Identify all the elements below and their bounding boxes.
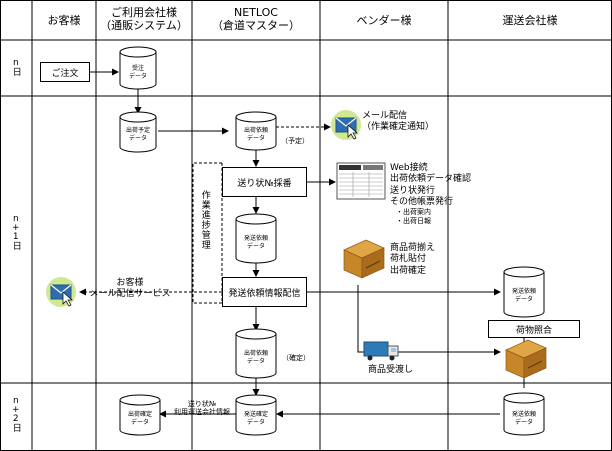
dispatch-info-send-box: 発送依頼情報配信: [222, 277, 307, 307]
ship-plan-data: 出荷予定 データ: [126, 127, 150, 143]
header-client-line2: （通販システム）: [100, 19, 188, 33]
carrier-dispatch2-data: 発送依頼 データ: [512, 411, 536, 427]
order-received-l1: 受注: [131, 65, 145, 72]
goods-task-list: 商品荷揃え 荷札貼付 出荷確定: [390, 243, 435, 277]
progress-management-label: 作業進捗管理: [199, 190, 210, 250]
carrier-box-icon: [505, 339, 547, 379]
day-n: n日: [10, 58, 21, 75]
header-netloc: NETLOC （倉道マスター）: [212, 6, 300, 32]
dispatch-confirmed-l2: データ: [246, 418, 266, 426]
header-client-line1: ご利用会社様: [110, 6, 177, 19]
cargo-inquiry-box: 荷物照合: [488, 320, 580, 338]
goods-line: 出荷確定: [390, 265, 427, 276]
web-line: ・出荷案内: [396, 208, 431, 216]
goods-handover-label: 商品受渡し: [368, 365, 414, 375]
tracking-info-l2: 利用運送会社情報: [174, 408, 230, 417]
header-client: ご利用会社様 （通販システム）: [100, 6, 188, 32]
web-line: Web接続: [390, 163, 428, 173]
carrier-dispatch-l1: 発送依頼: [511, 288, 537, 295]
ship-request-l2: データ: [246, 134, 266, 142]
dispatch-confirmed-l1: 発送確定: [243, 411, 269, 418]
carrier-dispatch2-l2: データ: [514, 418, 534, 426]
web-line: 送り状発行: [390, 185, 436, 196]
goods-line: 荷札貼付: [390, 254, 427, 265]
web-line: その他帳票発行: [390, 196, 454, 207]
mail-title: メール配信: [362, 111, 408, 121]
ship-request2-l1: 出荷依頼: [243, 350, 269, 357]
dispatch-confirmed-data: 発送確定 データ: [244, 411, 268, 427]
customer-mail-l1: お客様: [116, 278, 144, 288]
ship-request-l1: 出荷依頼: [243, 127, 269, 134]
dispatch-request-data: 発送依頼 データ: [244, 235, 268, 251]
mail-icon: [331, 110, 361, 140]
ship-confirmed-l2: データ: [130, 418, 150, 426]
day-n2: n+2日: [10, 396, 21, 431]
arrow-vendor-to-truck: [357, 285, 501, 356]
header-customer: お客様: [47, 14, 81, 27]
web-line: ・出荷日報: [396, 216, 431, 225]
customer-mail-service: お客様 メール配信サービス: [89, 278, 170, 300]
tracking-carrier-info: 送り状№ 利用運送会社情報: [174, 400, 230, 417]
ship-request-data: 出荷依頼 データ: [244, 127, 268, 143]
planned-tag: （予定）: [281, 137, 309, 145]
carrier-dispatch-data: 発送依頼 データ: [512, 288, 536, 304]
ship-confirmed-l1: 出荷確定: [127, 411, 153, 418]
header-carrier: 運送会社様: [502, 14, 558, 27]
header-netloc-line1: NETLOC: [234, 6, 278, 19]
dispatch-request-l1: 発送依頼: [243, 235, 269, 242]
header-netloc-line2: （倉道マスター）: [212, 19, 300, 33]
day-n1: n+1日: [10, 214, 21, 249]
cardboard-box-icon: [343, 239, 385, 279]
tracking-number-assign-box: 送り状№採番: [222, 167, 307, 197]
mail-delivery: メール配信 （作業確定通知）: [362, 111, 434, 133]
ship-plan-l2: データ: [128, 134, 148, 142]
ship-request2-l2: データ: [246, 357, 266, 365]
order-received-data: 受注 データ: [129, 65, 147, 81]
dispatch-request-l2: データ: [246, 242, 266, 250]
web-line: 出荷依頼データ確認: [390, 174, 472, 185]
web-task-list: Web接続 出荷依頼データ確認 送り状発行 その他帳票発行 ・出荷案内 ・出荷日…: [390, 163, 471, 226]
tracking-info-l1: 送り状№: [187, 400, 217, 408]
mail-sub: （作業確定通知）: [362, 121, 435, 132]
document-icon: [336, 162, 386, 200]
ship-confirmed-data: 出荷確定 データ: [128, 411, 152, 427]
goods-line: 商品荷揃え: [390, 243, 436, 253]
ship-plan-l1: 出荷予定: [125, 127, 151, 134]
order-received-l2: データ: [128, 72, 148, 80]
header-vendor: ベンダー様: [356, 14, 412, 27]
confirmed-tag: （確定）: [282, 354, 310, 362]
customer-mail-icon: [46, 277, 76, 307]
cylinders: [119, 46, 545, 436]
carrier-dispatch2-l1: 発送依頼: [511, 411, 537, 418]
carrier-dispatch-l2: データ: [514, 295, 534, 303]
ship-request-confirmed-data: 出荷依頼 データ: [244, 350, 268, 366]
customer-mail-l2: メール配信サービス: [89, 288, 171, 299]
truck-icon: [363, 341, 399, 361]
order-box: ご注文: [40, 62, 90, 82]
